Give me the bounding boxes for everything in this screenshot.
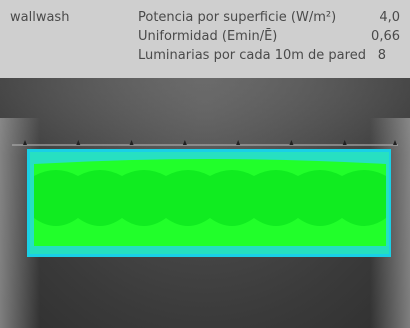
luminaires-row: Luminarias por cada 10m de pared 8 (138, 48, 400, 66)
luminaire-icon (342, 140, 347, 145)
luminaire-icon (76, 140, 81, 145)
luminaire-icon (23, 140, 27, 145)
info-header: wallwash Potencia por superficie (W/m²) … (0, 0, 410, 78)
luminaires-value: 8 (377, 48, 386, 63)
luminaire-icon (236, 140, 241, 145)
luminaire-icon (289, 140, 294, 145)
luminaire-icon (182, 140, 187, 145)
uniformity-value: 0,66 (371, 29, 400, 44)
luminaires-label: Luminarias por cada 10m de pared (138, 48, 366, 63)
uniformity-label: Uniformidad (Emin/Ē) (138, 29, 278, 44)
luminaire-icon (129, 140, 134, 145)
power-density-value: 4,0 (379, 10, 400, 25)
wall-floor-edge (30, 246, 389, 254)
wall-illuminance-diagram (0, 78, 410, 328)
illuminance-scene (0, 78, 410, 328)
wall-false-color-map (27, 149, 391, 257)
luminaire-icon (393, 140, 397, 145)
header-title: wallwash (10, 10, 70, 25)
power-density-label: Potencia por superficie (W/m²) (138, 10, 337, 25)
uniformity-row: Uniformidad (Emin/Ē) 0,66 (138, 29, 400, 47)
wall-scallop-pattern (34, 170, 386, 226)
power-density-row: Potencia por superficie (W/m²) 4,0 (138, 10, 400, 28)
luminaire-row (23, 140, 397, 145)
